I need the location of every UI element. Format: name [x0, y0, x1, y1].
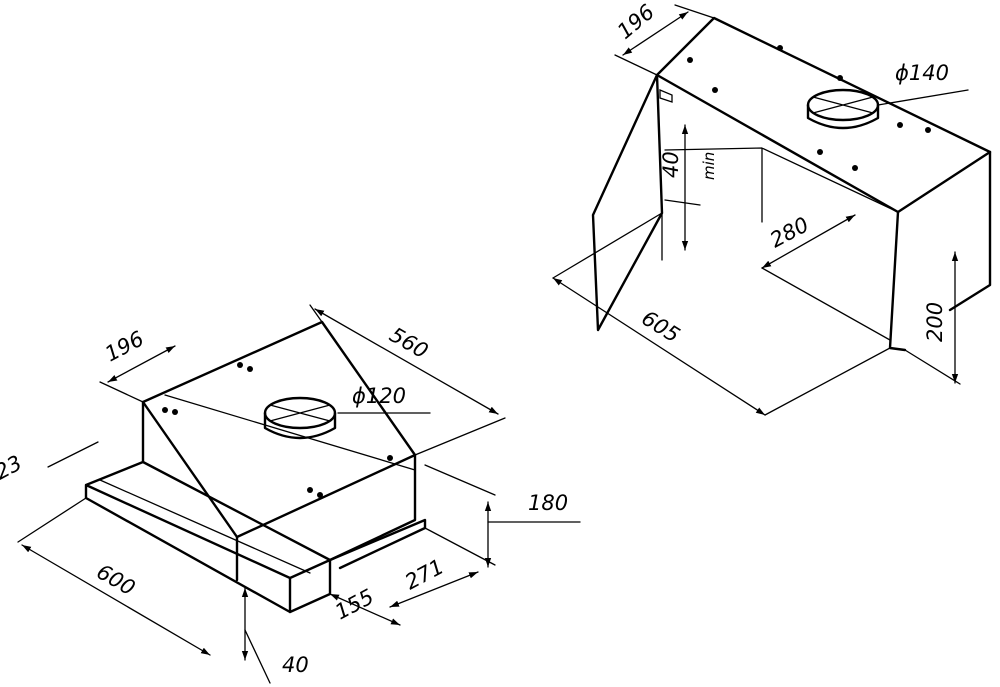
left-panel-inner-edge: [99, 479, 311, 574]
left-dim-width-top: 196: [101, 326, 148, 366]
left-dim-front-height: 40: [282, 653, 309, 677]
right-dim-width-top: 196: [613, 0, 659, 44]
right-dim-height: 200: [923, 302, 947, 342]
left-dim-depth-bottom: 271: [401, 554, 448, 594]
right-mounting-dots: [687, 45, 931, 171]
right-dimension-lines: [552, 4, 969, 416]
right-dim-inner-depth: 280: [766, 212, 813, 252]
left-dim-depth-top: 560: [386, 323, 433, 364]
left-dim-height: 180: [528, 491, 568, 515]
right-cabinet-inner-edges: [661, 147, 899, 261]
left-dim-outlet-diameter: ϕ120: [352, 384, 406, 408]
left-dim-front-width: 600: [93, 560, 140, 601]
right-outlet-circle: [806, 88, 880, 130]
right-dim-clearance-note: min: [700, 152, 718, 180]
right-dim-outlet-diameter: ϕ140: [895, 61, 949, 85]
left-dim-inner-offset: 155: [331, 584, 378, 624]
right-bracket: [659, 89, 673, 103]
left-dimension-lines: [17, 304, 581, 684]
right-dim-front-width: 605: [637, 306, 684, 348]
left-outlet-circle: [263, 396, 337, 440]
right-dim-clearance: 40: [659, 151, 683, 178]
left-hood-unit: 196 560 ϕ120 23 600 180 271 155 40: [0, 304, 581, 684]
left-hood-front-face: [141, 400, 239, 582]
right-cabinet-left-side: [591, 73, 664, 332]
left-mounting-dots: [162, 362, 393, 498]
left-hood-right-face: [328, 453, 417, 562]
left-hood-inner-line: [164, 394, 416, 471]
left-hood-lower-strip: [328, 518, 427, 570]
left-dim-panel-thickness: 23: [0, 451, 26, 485]
right-cabinet-top-face: [655, 16, 992, 214]
right-cabinet-right-side: [888, 150, 992, 352]
right-cabinet-unit: 196 ϕ140 40 min 280 605 200: [552, 0, 992, 416]
